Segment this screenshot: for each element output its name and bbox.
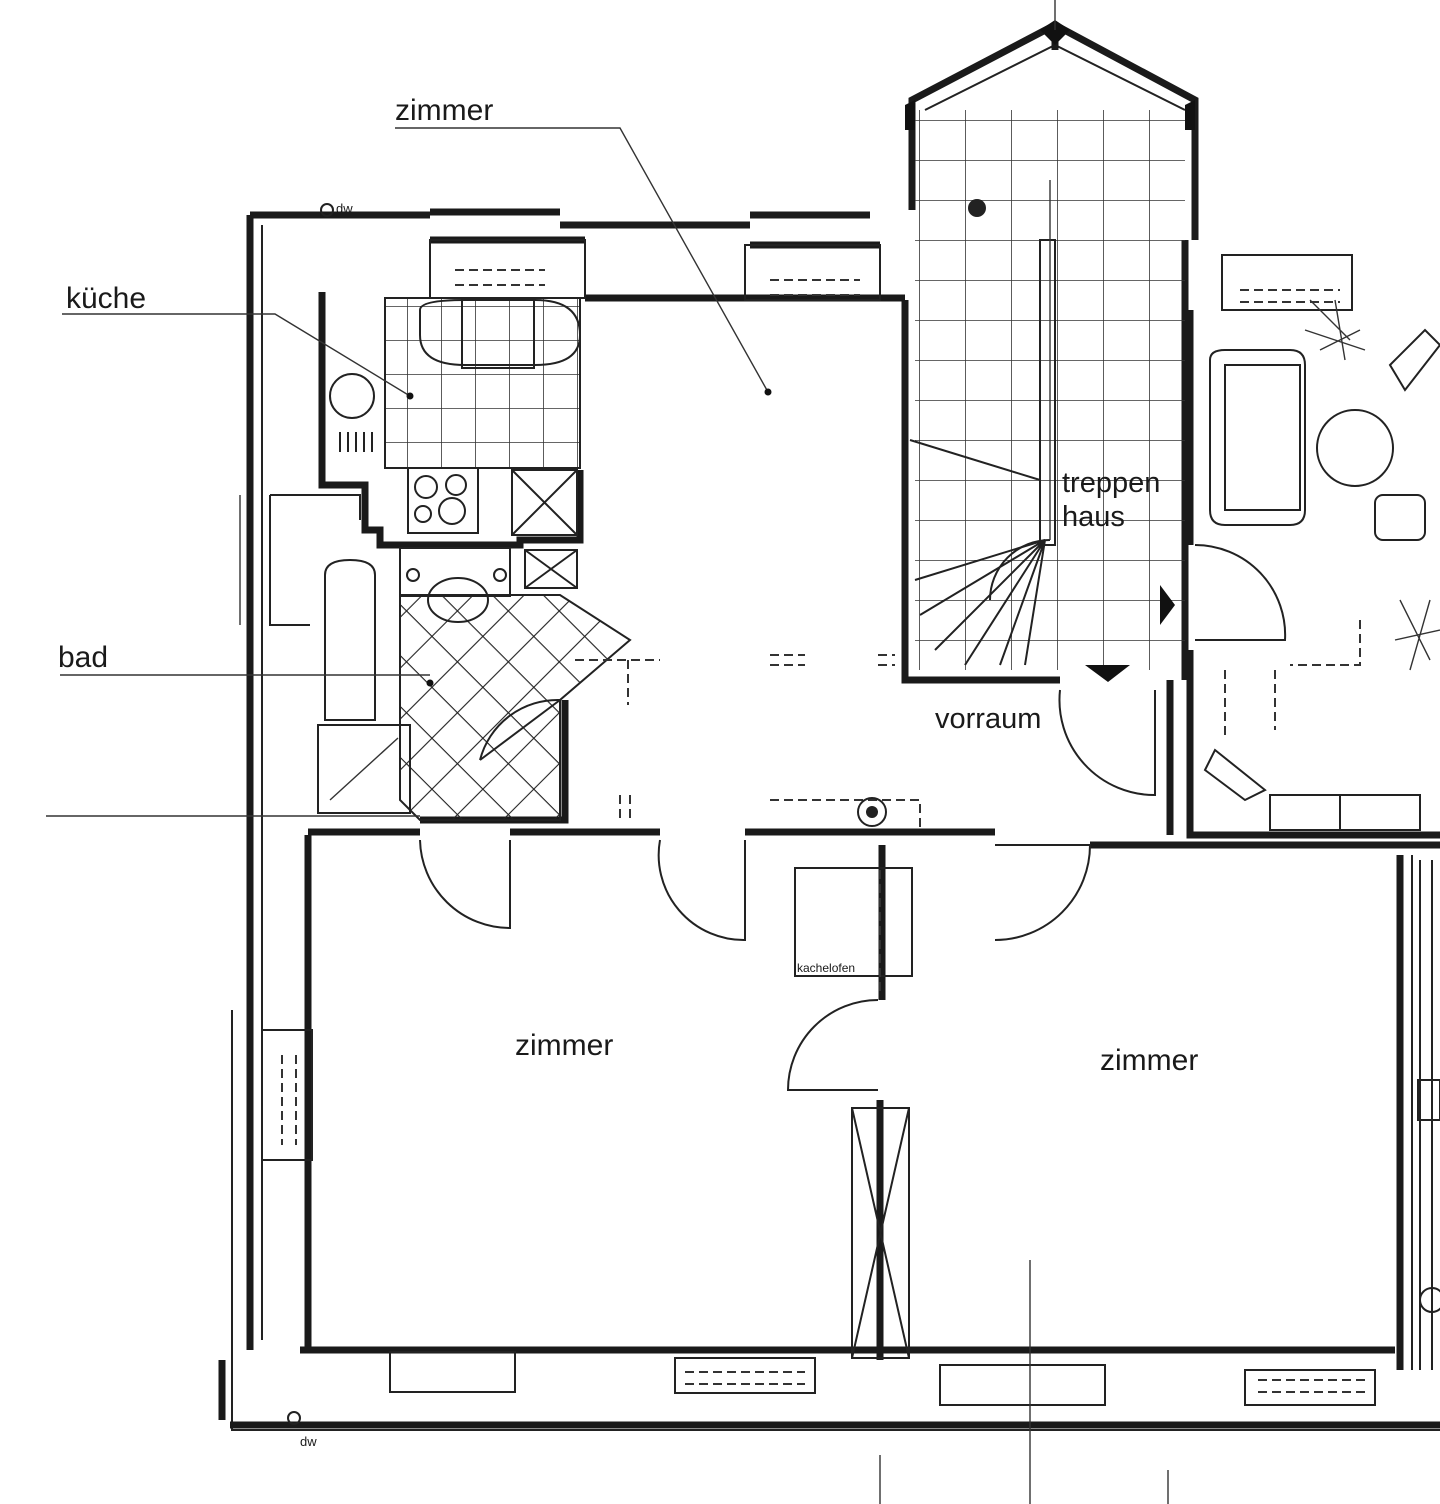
dw-bottom-label: dw <box>300 1434 317 1449</box>
window-left <box>239 495 313 1161</box>
living-room-right <box>1194 299 1440 831</box>
kachelofen <box>794 867 913 995</box>
windows-bottom <box>389 1351 1376 1406</box>
cupboard <box>851 1107 910 1359</box>
dw-marks: dw dw <box>287 201 353 1449</box>
label-treppenhaus-1: treppen <box>1062 467 1160 499</box>
leader-lines <box>60 127 772 687</box>
kitchen <box>329 297 582 536</box>
doors <box>419 689 1156 1091</box>
label-kachelofen: kachelofen <box>797 961 855 975</box>
label-vorraum: vorraum <box>935 703 1041 735</box>
label-treppenhaus-2: haus <box>1062 501 1125 533</box>
dw-top-label: dw <box>336 201 353 216</box>
label-zimmer-left: zimmer <box>515 1029 613 1062</box>
label-zimmer-top: zimmer <box>395 94 493 127</box>
misc-marks <box>575 654 895 705</box>
right-edge-details <box>1417 860 1440 1370</box>
bathroom <box>317 547 632 821</box>
label-bad: bad <box>58 641 108 674</box>
label-zimmer-right: zimmer <box>1100 1044 1198 1077</box>
label-kueche: küche <box>66 282 146 315</box>
outer-walls <box>218 208 1440 1431</box>
axis-lines <box>46 0 1169 1504</box>
room-labels: zimmer küche bad treppen haus vorraum ka… <box>58 94 1198 1077</box>
